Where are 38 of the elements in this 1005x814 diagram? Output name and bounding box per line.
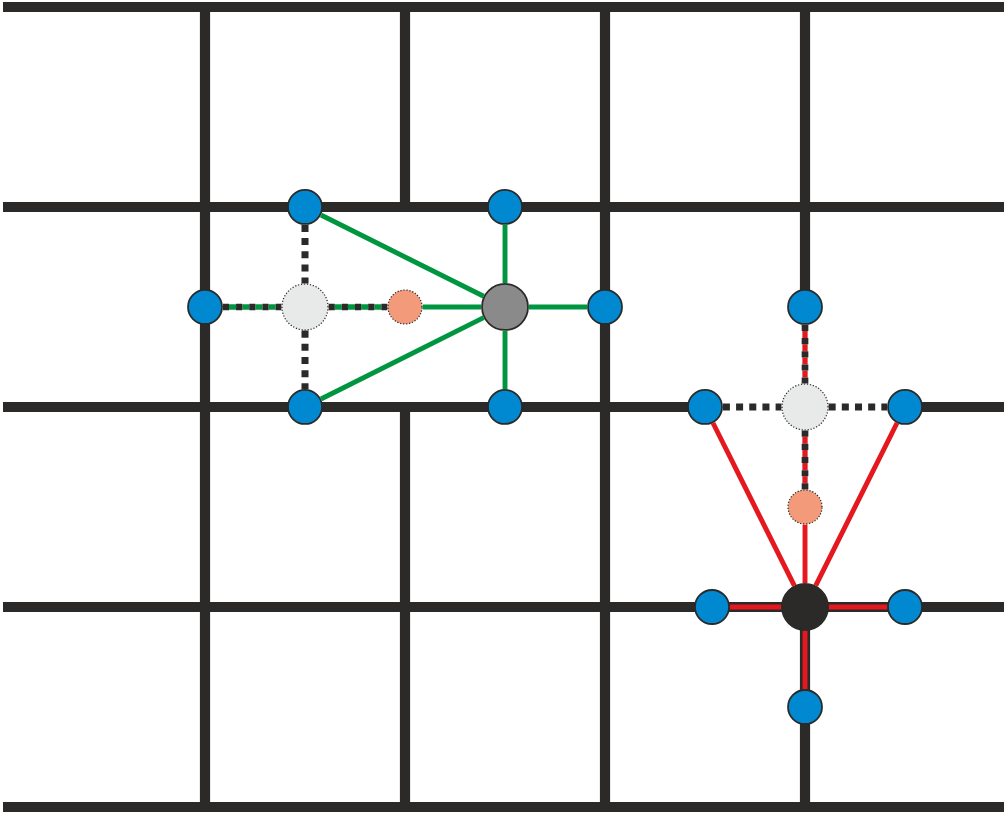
junction-circle — [287, 389, 323, 425]
junction-circle — [787, 289, 823, 325]
connector-line — [502, 224, 508, 284]
dotted-circle — [281, 283, 329, 331]
junction-circle — [287, 189, 323, 225]
junction-circle — [694, 589, 730, 625]
junction-circle — [787, 689, 823, 725]
connector-line — [729, 604, 782, 610]
dashed-connector — [722, 403, 782, 411]
dotted-circle — [387, 289, 423, 325]
connector-line — [422, 304, 482, 310]
connector-line — [502, 330, 508, 390]
connector-line — [319, 212, 485, 299]
dashed-connector — [301, 330, 309, 390]
connector-line — [802, 524, 808, 584]
junction-circle — [487, 389, 523, 425]
connector-line — [802, 630, 808, 690]
dotted-circle — [787, 489, 823, 525]
dashed-connector — [328, 303, 388, 311]
hub-circle — [781, 583, 829, 631]
dashed-connector — [222, 303, 282, 311]
connector-line — [319, 315, 485, 402]
junction-circle — [887, 389, 923, 425]
connector-line — [710, 421, 797, 587]
junction-circle — [687, 389, 723, 425]
junction-circle — [587, 289, 623, 325]
dashed-connector — [801, 324, 809, 384]
dashed-connector — [801, 430, 809, 490]
dashed-connector — [828, 403, 888, 411]
junction-circle — [487, 189, 523, 225]
connector-line — [528, 304, 588, 310]
connector-line — [828, 604, 888, 610]
junction-circle — [187, 289, 223, 325]
dotted-circle — [781, 383, 829, 431]
hub-circle — [481, 283, 529, 331]
dashed-connector — [301, 224, 309, 284]
connector-line — [813, 421, 900, 587]
junction-circle — [887, 589, 923, 625]
